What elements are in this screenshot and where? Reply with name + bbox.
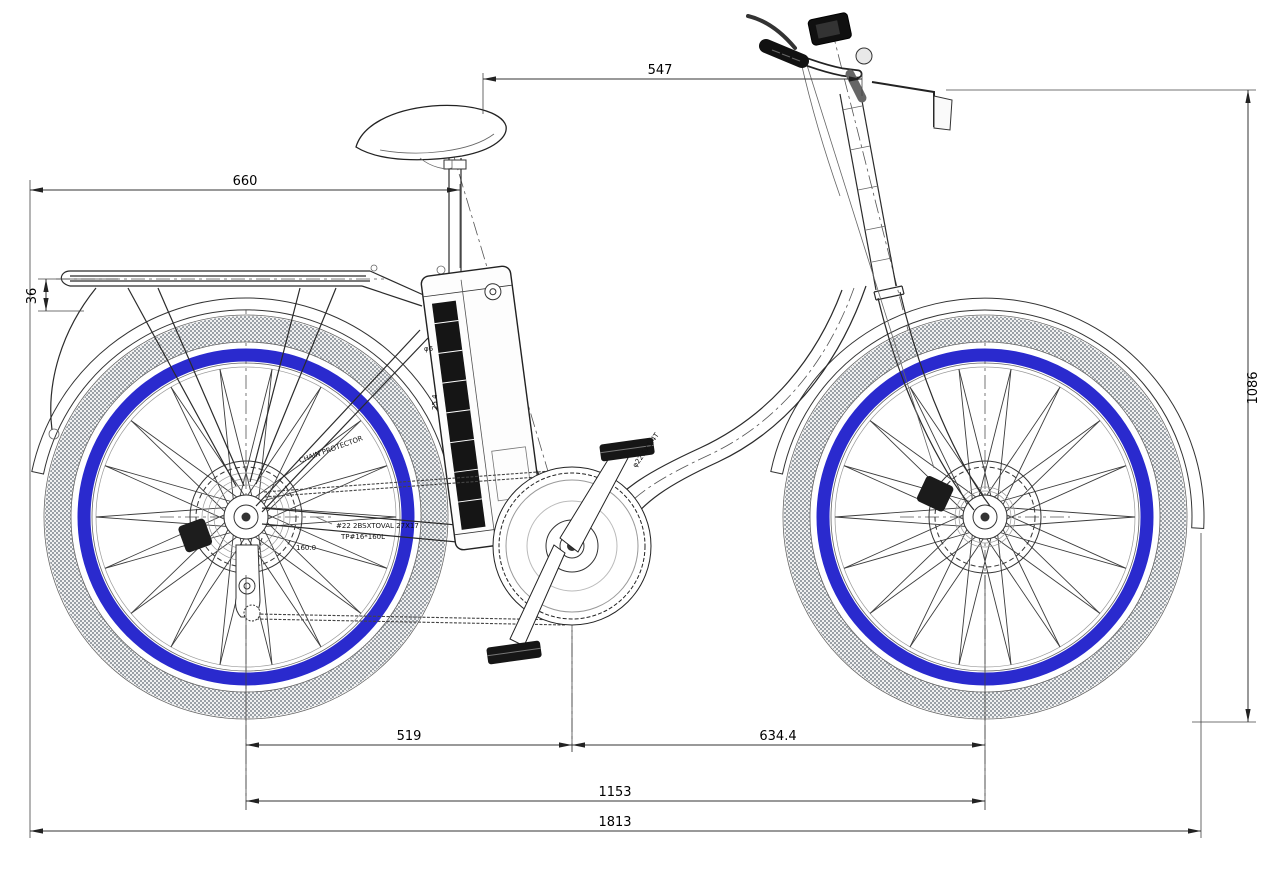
bell <box>855 47 873 65</box>
rotor-diameter-label: 160.0 <box>296 544 316 552</box>
front-spokes <box>834 369 1136 665</box>
front-fender <box>770 297 1205 530</box>
battery-cell-stripe <box>431 300 486 530</box>
dimension-519: 519 <box>246 729 572 748</box>
grip <box>759 39 809 68</box>
dim-label-36: 36 <box>25 288 40 305</box>
brake-lever <box>746 14 797 50</box>
head-tube <box>839 93 877 291</box>
drivetrain <box>235 437 655 665</box>
pedal-left <box>486 640 542 665</box>
dimension-547: 547 <box>482 63 863 114</box>
dim-label-1086: 1086 <box>1246 371 1261 404</box>
hole-diameter-label: φ6 <box>424 345 434 353</box>
dimension-layer: 547 660 36 1086 <box>25 63 1261 838</box>
mirror-plate <box>933 95 953 131</box>
dimension-634: 634.4 <box>572 729 985 748</box>
dimension-1813: 1813 <box>30 815 1201 834</box>
fork <box>877 297 975 511</box>
dimension-1086: 1086 <box>946 89 1261 723</box>
dimension-660: 660 <box>29 174 461 838</box>
dim-label-1813: 1813 <box>598 815 631 830</box>
front-brake-caliper <box>916 476 954 512</box>
rear-spokes <box>95 369 397 665</box>
front-disc-rotor <box>928 460 1042 574</box>
display-unit <box>807 12 852 46</box>
saddle <box>355 104 507 170</box>
dimension-1153: 1153 <box>246 785 985 804</box>
part-spec: TP#16*160L <box>340 533 385 541</box>
quick-release <box>436 265 446 275</box>
chain <box>251 469 567 626</box>
chainstay-spec: #22 2BSXTOVAL 27X17 <box>336 522 419 530</box>
dim-label-1153: 1153 <box>598 785 631 800</box>
handlebar-assembly <box>746 12 953 131</box>
seat-stay <box>255 329 421 507</box>
battery-keylock <box>484 283 502 301</box>
crank-arm-left <box>509 544 566 647</box>
crank-arm-right <box>559 449 629 553</box>
rear-brake-caliper <box>178 518 213 553</box>
dim-label-519: 519 <box>397 729 422 744</box>
dim-label-634: 634.4 <box>759 729 796 744</box>
rack-stay-eyelet <box>48 428 60 440</box>
pedal-right <box>599 437 655 462</box>
dim-label-660: 660 <box>233 174 258 189</box>
dimension-36: 36 <box>25 278 118 312</box>
seat-clamp <box>443 159 467 170</box>
dim-label-547: 547 <box>648 63 673 78</box>
seatpost-diameter-label: 25.4 <box>431 394 439 410</box>
